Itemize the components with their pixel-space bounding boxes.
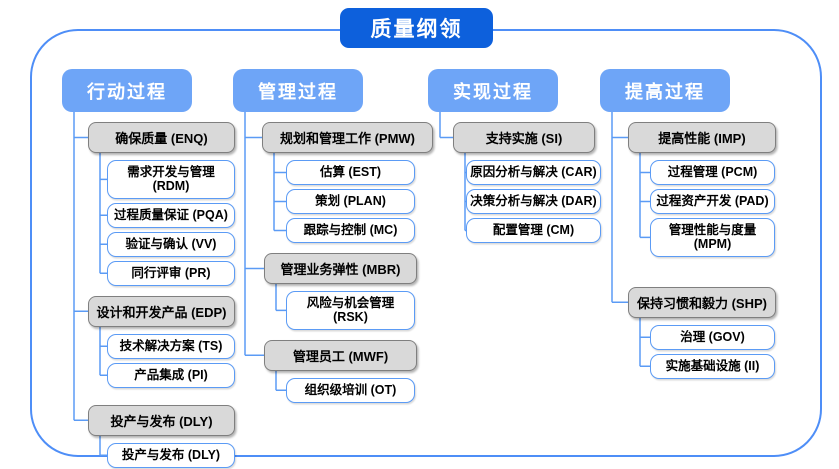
practice-node: 策划 (PLAN) bbox=[286, 189, 415, 214]
practice-node: 配置管理 (CM) bbox=[466, 218, 601, 243]
process-group: 设计和开发产品 (EDP) 技术解决方案 (TS) 产品集成 (PI) bbox=[62, 295, 235, 388]
practice-list: 过程管理 (PCM) 过程资产开发 (PAD) 管理性能与度量 (MPM) bbox=[600, 160, 776, 257]
process-area-node: 设计和开发产品 (EDP) bbox=[88, 295, 235, 327]
process-group: 提高性能 (IMP) 过程管理 (PCM) 过程资产开发 (PAD) 管理性能与度量 … bbox=[600, 122, 776, 257]
process-column-1: 行动过程确保质量 (ENQ) 需求开发与管理 (RDM) 过程质量保证 (PQA) 验… bbox=[62, 69, 235, 468]
process-area-node: 管理员工 (MWF) bbox=[264, 339, 417, 371]
practice-node: 过程质量保证 (PQA) bbox=[107, 202, 235, 228]
practice-list: 治理 (GOV) 实施基础设施 (II) bbox=[600, 324, 776, 379]
practice-list: 需求开发与管理 (RDM) 过程质量保证 (PQA) 验证与确认 (VV) 同行评审 … bbox=[62, 160, 235, 286]
practice-list: 组织级培训 (OT) bbox=[233, 377, 433, 403]
practice-node: 需求开发与管理 (RDM) bbox=[107, 160, 235, 199]
practice-node: 估算 (EST) bbox=[286, 160, 415, 185]
practice-list: 估算 (EST) 策划 (PLAN) 跟踪与控制 (MC) bbox=[233, 160, 433, 243]
process-group: 管理业务弹性 (MBR) 风险与机会管理 (RSK) bbox=[233, 253, 433, 330]
process-area-node: 管理业务弹性 (MBR) bbox=[264, 253, 417, 284]
column-header: 管理过程 bbox=[233, 69, 363, 112]
practice-list: 投产与发布 (DLY) bbox=[62, 442, 235, 468]
practice-node: 实施基础设施 (II) bbox=[650, 353, 775, 379]
process-area-node: 规划和管理工作 (PMW) bbox=[262, 122, 433, 153]
process-group: 规划和管理工作 (PMW) 估算 (EST) 策划 (PLAN) 跟踪与控制 (MC) bbox=[233, 122, 433, 243]
column-groups: 确保质量 (ENQ) 需求开发与管理 (RDM) 过程质量保证 (PQA) 验证与确认… bbox=[62, 122, 235, 468]
practice-node: 治理 (GOV) bbox=[650, 324, 775, 350]
practice-node: 技术解决方案 (TS) bbox=[107, 333, 235, 359]
column-groups: 支持实施 (SI) 原因分析与解决 (CAR) 决策分析与解决 (DAR) 配置管理 … bbox=[428, 122, 601, 243]
practice-node: 风险与机会管理 (RSK) bbox=[286, 291, 415, 330]
practice-node: 过程管理 (PCM) bbox=[650, 160, 775, 185]
column-header: 提高过程 bbox=[600, 69, 730, 112]
process-area-node: 确保质量 (ENQ) bbox=[88, 122, 235, 153]
practice-list: 技术解决方案 (TS) 产品集成 (PI) bbox=[62, 333, 235, 388]
practice-node: 跟踪与控制 (MC) bbox=[286, 218, 415, 243]
practice-node: 组织级培训 (OT) bbox=[286, 377, 415, 403]
practice-list: 风险与机会管理 (RSK) bbox=[233, 291, 433, 330]
column-groups: 提高性能 (IMP) 过程管理 (PCM) 过程资产开发 (PAD) 管理性能与度量 … bbox=[600, 122, 776, 379]
column-header: 实现过程 bbox=[428, 69, 558, 112]
process-group: 支持实施 (SI) 原因分析与解决 (CAR) 决策分析与解决 (DAR) 配置管理 … bbox=[428, 122, 601, 243]
practice-list: 原因分析与解决 (CAR) 决策分析与解决 (DAR) 配置管理 (CM) bbox=[428, 160, 601, 243]
process-group: 确保质量 (ENQ) 需求开发与管理 (RDM) 过程质量保证 (PQA) 验证与确认… bbox=[62, 122, 235, 286]
process-area-node: 投产与发布 (DLY) bbox=[88, 404, 235, 436]
process-area-node: 支持实施 (SI) bbox=[453, 122, 595, 153]
process-column-3: 实现过程支持实施 (SI) 原因分析与解决 (CAR) 决策分析与解决 (DAR) 配… bbox=[428, 69, 601, 243]
column-header: 行动过程 bbox=[62, 69, 192, 112]
process-group: 管理员工 (MWF) 组织级培训 (OT) bbox=[233, 339, 433, 403]
process-group: 投产与发布 (DLY) 投产与发布 (DLY) bbox=[62, 404, 235, 468]
column-groups: 规划和管理工作 (PMW) 估算 (EST) 策划 (PLAN) 跟踪与控制 (MC)… bbox=[233, 122, 433, 403]
diagram-title: 质量纲领 bbox=[340, 8, 493, 48]
process-column-2: 管理过程规划和管理工作 (PMW) 估算 (EST) 策划 (PLAN) 跟踪与控制 … bbox=[233, 69, 433, 403]
practice-node: 管理性能与度量 (MPM) bbox=[650, 218, 775, 257]
practice-node: 过程资产开发 (PAD) bbox=[650, 189, 775, 214]
practice-node: 同行评审 (PR) bbox=[107, 260, 235, 286]
practice-node: 决策分析与解决 (DAR) bbox=[466, 189, 601, 214]
process-column-4: 提高过程提高性能 (IMP) 过程管理 (PCM) 过程资产开发 (PAD) 管理性能… bbox=[600, 69, 776, 379]
practice-node: 投产与发布 (DLY) bbox=[107, 442, 235, 468]
practice-node: 验证与确认 (VV) bbox=[107, 231, 235, 257]
process-area-node: 保持习惯和毅力 (SHP) bbox=[628, 286, 776, 318]
practice-node: 产品集成 (PI) bbox=[107, 362, 235, 388]
practice-node: 原因分析与解决 (CAR) bbox=[466, 160, 601, 185]
process-area-node: 提高性能 (IMP) bbox=[628, 122, 776, 153]
process-group: 保持习惯和毅力 (SHP) 治理 (GOV) 实施基础设施 (II) bbox=[600, 286, 776, 379]
